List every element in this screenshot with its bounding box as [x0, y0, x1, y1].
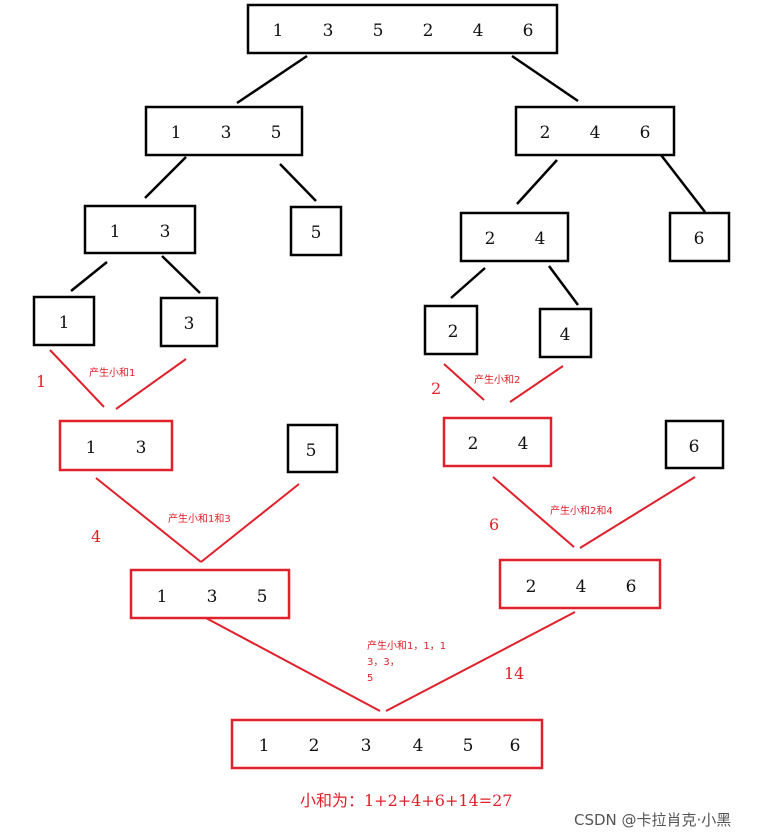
left-pair-num: 1 — [110, 222, 121, 242]
merged-24-num: 2 — [468, 434, 479, 454]
left-single-num: 5 — [311, 223, 322, 243]
final-num: 3 — [361, 736, 372, 756]
root-num: 5 — [373, 21, 384, 41]
edge-right-single — [660, 154, 706, 213]
edge-leaf-1 — [70, 261, 108, 292]
edge-leaf-4 — [547, 265, 580, 306]
edge-right-pair — [516, 159, 558, 205]
split-boxes: 1 3 5 2 4 6 1 3 5 2 4 6 1 3 5 — [32, 3, 731, 359]
box-leaf-1: 1 — [32, 295, 96, 347]
left-num: 1 — [171, 123, 182, 143]
box-root: 1 3 5 2 4 6 — [246, 3, 559, 55]
box-single-6: 6 — [664, 419, 725, 470]
note-small-sum-final-line-2: 3，3， — [367, 657, 400, 668]
merged-135-num: 1 — [157, 587, 168, 607]
right-num: 2 — [540, 123, 551, 143]
root-num: 3 — [323, 21, 334, 41]
single-5-num: 5 — [306, 441, 317, 461]
merge-edge-13 — [95, 477, 202, 563]
merge-edge-3 — [115, 358, 187, 410]
note-small-sum-1-3: 产生小和1和3 — [168, 512, 231, 525]
merge-edge-246 — [385, 611, 576, 712]
sum-value-6: 6 — [489, 515, 499, 534]
merge-edge-5 — [200, 483, 300, 563]
right-pair-num: 4 — [535, 229, 546, 249]
merge-edge-135 — [205, 617, 381, 712]
merge-edge-2 — [443, 363, 485, 401]
right-num: 6 — [640, 123, 651, 143]
note-small-sum-final-line-1: 产生小和1，1，1 — [367, 639, 446, 652]
merged-135-num: 3 — [207, 587, 218, 607]
merge-edge-1 — [49, 349, 105, 408]
note-small-sum-2-4: 产生小和2和4 — [550, 504, 613, 517]
split-connectors — [70, 54, 706, 306]
edge-leaf-2 — [450, 267, 486, 299]
box-merged-135: 1 3 5 — [129, 568, 291, 620]
merged-24-num: 4 — [518, 434, 529, 454]
edge-leaf-3 — [161, 255, 201, 294]
box-right-half: 2 4 6 — [514, 105, 676, 157]
merged-246-num: 2 — [526, 577, 537, 597]
left-num: 3 — [221, 123, 232, 143]
sum-value-2: 2 — [431, 379, 441, 398]
merged-13-num: 3 — [136, 438, 147, 458]
box-merged-13: 1 3 — [58, 419, 174, 472]
box-single-5: 5 — [286, 423, 339, 474]
box-final-sorted: 1 2 3 4 5 6 — [230, 718, 544, 770]
edge-left-single — [279, 163, 317, 202]
annotations: 产生小和1 产生小和2 产生小和1和3 产生小和2和4 产生小和1，1，1 3，… — [36, 366, 731, 829]
merge-edge-4 — [509, 365, 564, 403]
edge-root-right — [511, 54, 579, 103]
final-num: 6 — [510, 736, 521, 756]
box-left-half: 1 3 5 — [144, 105, 304, 157]
sum-value-1: 1 — [36, 372, 46, 391]
left-pair-num: 3 — [160, 222, 171, 242]
merged-246-num: 6 — [626, 577, 637, 597]
note-small-sum-1: 产生小和1 — [89, 366, 135, 379]
final-num: 2 — [309, 736, 320, 756]
right-pair-num: 2 — [485, 229, 496, 249]
root-num: 2 — [423, 21, 434, 41]
note-small-sum-final-line-3: 5 — [367, 673, 373, 684]
sum-value-4: 4 — [91, 527, 101, 546]
edge-left-pair — [144, 156, 187, 199]
leaf-3-num: 3 — [184, 314, 195, 334]
leaf-2-num: 2 — [448, 322, 459, 342]
root-num: 6 — [523, 21, 534, 41]
final-num: 4 — [413, 736, 424, 756]
box-right-pair: 2 4 — [459, 211, 570, 263]
root-num: 1 — [273, 21, 284, 41]
box-leaf-2: 2 — [423, 304, 479, 356]
box-merged-24: 2 4 — [442, 416, 553, 468]
watermark: CSDN @卡拉肖克·小黑 — [574, 811, 731, 829]
merged-246-num: 4 — [576, 577, 587, 597]
box-left-single: 5 — [289, 205, 343, 257]
box-merged-246: 2 4 6 — [498, 558, 662, 610]
note-small-sum-2: 产生小和2 — [474, 373, 520, 386]
box-leaf-4: 4 — [538, 307, 593, 359]
single-6-num: 6 — [689, 437, 700, 457]
leaf-4-num: 4 — [560, 325, 571, 345]
leaf-1-num: 1 — [59, 313, 70, 333]
merge-edge-6 — [579, 476, 696, 549]
right-num: 4 — [590, 123, 601, 143]
right-single-num: 6 — [694, 229, 705, 249]
root-num: 4 — [473, 21, 484, 41]
final-num: 5 — [463, 736, 474, 756]
merge-boxes: 1 3 5 2 4 6 1 3 5 2 4 6 1 — [58, 416, 725, 770]
final-num: 1 — [259, 736, 270, 756]
box-left-pair: 1 3 — [83, 204, 197, 255]
edge-root-left — [236, 54, 308, 105]
merged-135-num: 5 — [257, 587, 268, 607]
box-right-single: 6 — [668, 211, 731, 263]
small-sum-total: 小和为：1+2+4+6+14=27 — [300, 791, 512, 810]
merge-edge-24 — [492, 476, 575, 548]
merged-13-num: 1 — [86, 438, 97, 458]
box-leaf-3: 3 — [159, 296, 219, 348]
sum-value-14: 14 — [504, 664, 524, 683]
left-num: 5 — [271, 123, 282, 143]
merge-connectors — [49, 349, 696, 712]
